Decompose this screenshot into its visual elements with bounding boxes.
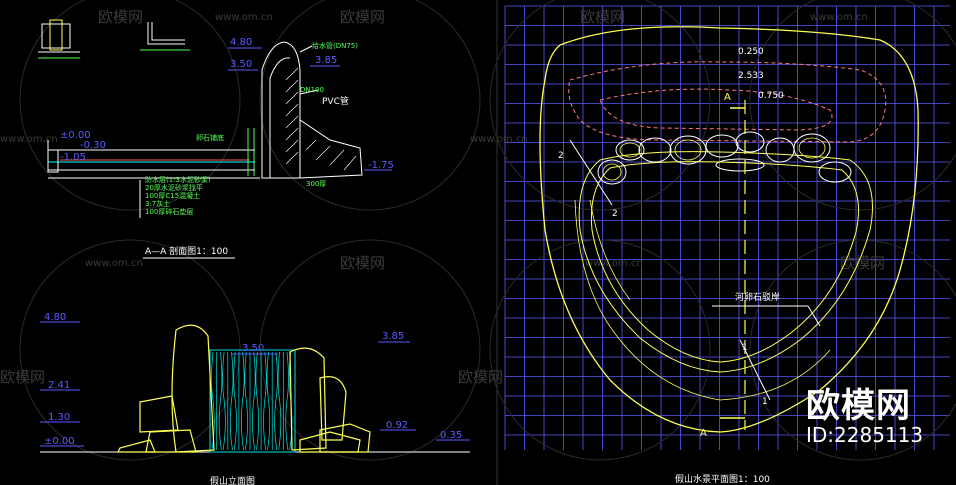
waterfall-stream [263,351,267,451]
watermark-url: www.om.cn [85,258,143,269]
note-right: 卵石铺底 [196,133,224,142]
plan-dashed-line [568,61,887,143]
mark-1a: 1 [742,343,748,353]
waterfall-stream [274,351,278,451]
elev-top: 4.80 [44,312,66,323]
waterfall-stream [252,351,256,451]
waterfall-stream [266,351,271,451]
plan-grid [504,5,950,450]
elevation-view: 4.80 3.50 3.85 2.41 1.30 ±0.00 0.92 0.35… [40,312,470,485]
watermark-url: www.om.cn [470,134,528,145]
plan-view: A A 0.250 2.533 0.750 2 2 1 1 河卵石驳岸 假山水景… [539,26,919,485]
watermark-url: www.om.cn [0,134,58,145]
section-aa: 4.80 3.50 3.85 ±0.00 -0.30 -1.05 -1.75 给… [38,19,394,259]
watermark-url: www.om.cn [810,12,868,23]
waterfall-stream [233,351,237,451]
section-title: A—A 剖面图1：100 [145,245,228,257]
waterfall [209,349,296,453]
section-notes: 给水管(DN75) DN100 PVC管 卵石铺底 300厚 防水层(1:3水泥… [139,41,358,218]
layer-4: 3:7灰土 [145,199,170,208]
elev-mid: 3.50 [230,59,252,70]
elev-water: -0.30 [80,140,106,151]
stone-cluster [597,131,852,185]
cut-a-top: A [724,92,731,103]
elev-zero: ±0.00 [60,130,91,141]
waterfall-stream [277,351,282,451]
note-pipe-2: DN100 [300,86,324,94]
cut-a-bottom: A [700,428,707,439]
pond-outline [578,151,873,373]
elev-top: 4.80 [230,37,252,48]
dim-1: 0.250 [738,47,764,57]
elev-left2: 2.41 [48,380,70,391]
plan-outer-boundary [539,26,919,433]
hatch-wall [285,67,357,171]
layer-2: 20厚水泥砂浆找平 [145,183,203,192]
layer-3: 100厚C15混凝土 [145,191,200,200]
elev-mid: 3.50 [242,343,264,354]
watermarks: 欧模网 www.om.cn 欧模网 www.om.cn www.om.cn ww… [0,8,885,386]
elevation-markers: 4.80 3.50 3.85 2.41 1.30 ±0.00 0.92 0.35 [40,312,470,447]
watermark-brand: 欧模网 [340,254,385,272]
watermark-brand: 欧模网 [98,8,143,26]
watermark-brand: 欧模网 [580,8,625,26]
waterfall-stream [255,351,260,451]
note-right-2: 300厚 [306,180,326,188]
note-stone: 河卵石驳岸 [735,291,780,303]
elev-right-bottom: -1.75 [368,160,394,171]
plan-frame [497,0,956,485]
elevation-title: 假山立面图 [210,475,255,485]
watermark-brand: 欧模网 [340,8,385,26]
layer-1: 防水层(1:3水泥砂浆) [145,175,211,184]
layer-5: 100厚碎石垫层 [145,207,193,216]
dim-3: 0.750 [758,91,784,101]
mark-1b: 1 [762,397,768,407]
waterfall-stream [222,351,226,451]
watermark-brand: 欧模网 [840,254,885,272]
elev-right: 3.85 [382,331,404,342]
detail-thumbnails [38,19,190,59]
watermark-url: www.om.cn [585,258,643,269]
dim-2: 2.533 [738,71,764,81]
logo-id: ID:2285113 [806,423,924,447]
watermark-brand: 欧模网 [0,368,45,386]
elev-r2: 0.92 [386,420,408,431]
elevation-rocks [117,324,371,453]
elev-zero: ±0.00 [44,436,75,447]
watermark-url: www.om.cn [215,12,273,23]
note-pipe-3: PVC管 [322,95,349,107]
rock-wall-section [261,41,363,179]
waterfall-stream [218,351,223,451]
site-logo: 欧模网 ID:2285113 [806,388,923,446]
plan-title: 假山水景平面图1：100 [675,473,770,485]
watermark-brand: 欧模网 [458,368,503,386]
elev-r3: 0.35 [440,430,462,441]
waterfall-stream [240,351,245,451]
waterfall-stream [285,351,289,451]
elev-left3: 1.30 [48,412,70,423]
waterfall-stream [229,351,234,451]
mark-2a: 2 [558,151,564,161]
mark-2b: 2 [612,209,618,219]
elev-bottom: -1.05 [60,152,86,163]
section-elevations: 4.80 3.50 3.85 ±0.00 -0.30 -1.05 -1.75 [60,37,394,171]
note-pipe: 给水管(DN75) [312,41,358,50]
logo-name: 欧模网 [806,386,911,426]
waterfall-stream [244,351,248,451]
elev-right: 3.85 [315,55,337,66]
